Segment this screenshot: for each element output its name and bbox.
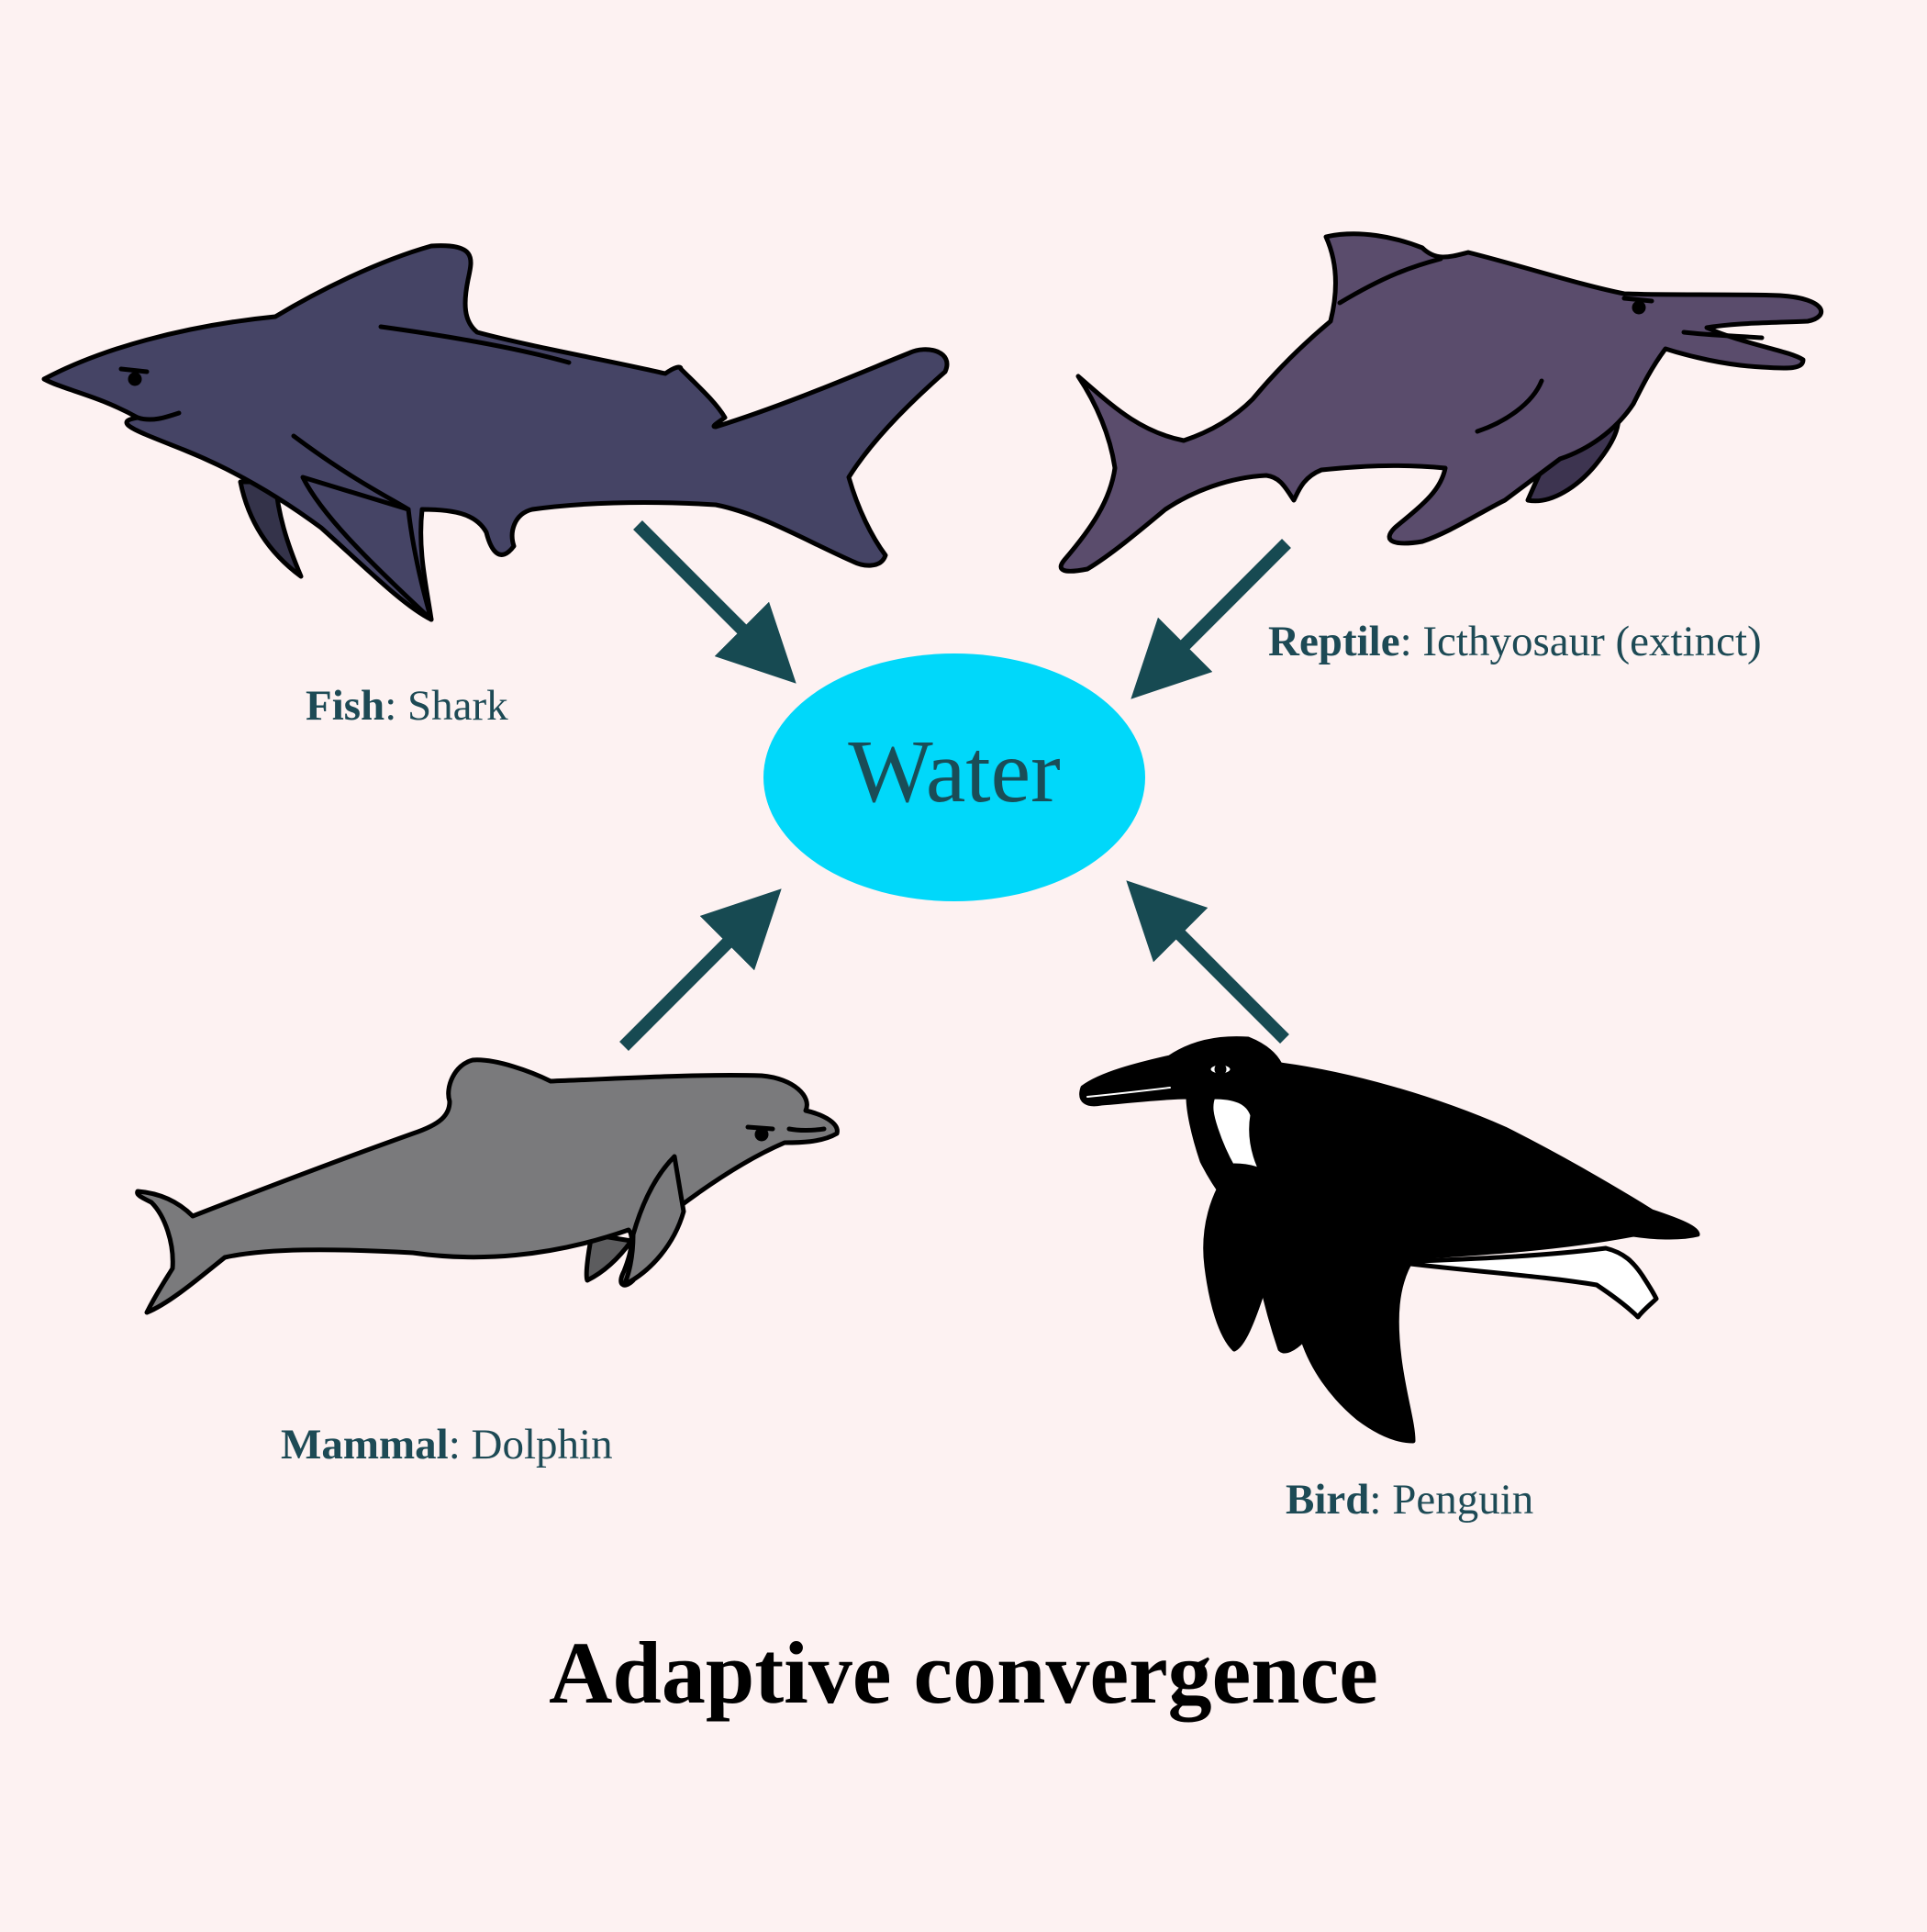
ichthyosaur-class: Reptile [1268,618,1400,665]
dolphin-name: : Dolphin [448,1421,613,1469]
penguin-foot [1392,1245,1659,1320]
diagram-title: Adaptive convergence [549,1624,1378,1722]
penguin-caption: Bird: Penguin [1286,1479,1533,1522]
penguin-body [1079,1036,1700,1444]
dolphin-caption: Mammal: Dolphin [281,1424,613,1467]
dolphin-body [135,1057,840,1315]
shark-caption: Fish: Shark [306,685,508,728]
dolphin-flipper-back [584,1232,634,1283]
dolphin-flipper [621,1154,686,1288]
arrow-penguin-to-water [1126,880,1289,1044]
arrows [619,520,1291,1051]
penguin-name: : Penguin [1369,1476,1534,1524]
dolphin-illustration [135,1057,840,1315]
shark-pectoral-fin-back [238,479,304,579]
penguin-class: Bird [1286,1476,1370,1524]
ichthyosaur-illustration [1058,231,1824,574]
shark-illustration [41,243,950,622]
arrow-dolphin-to-water [619,888,782,1051]
dolphin-eye [754,1127,769,1142]
arrow-shark-to-water [633,520,796,684]
penguin-wing [1203,1163,1287,1352]
dolphin-class: Mammal [281,1421,449,1469]
shark-pectoral-fin [300,475,434,622]
ichthyosaur-name: : Icthyosaur (extinct) [1399,618,1762,665]
shark-body [41,243,950,622]
ichthyosaur-eye [1632,300,1646,315]
arrow-ichthyosaur-to-water [1131,539,1291,699]
shark-class: Fish [306,682,385,730]
penguin-illustration [1079,1036,1700,1444]
ichthyosaur-body [1058,231,1824,574]
water-ellipse [763,653,1145,901]
shark-name: : Shark [384,682,508,730]
water-label: Water [848,722,1061,821]
shark-eye [128,372,142,386]
ichthyosaur-caption: Reptile: Icthyosaur (extinct) [1268,620,1762,664]
